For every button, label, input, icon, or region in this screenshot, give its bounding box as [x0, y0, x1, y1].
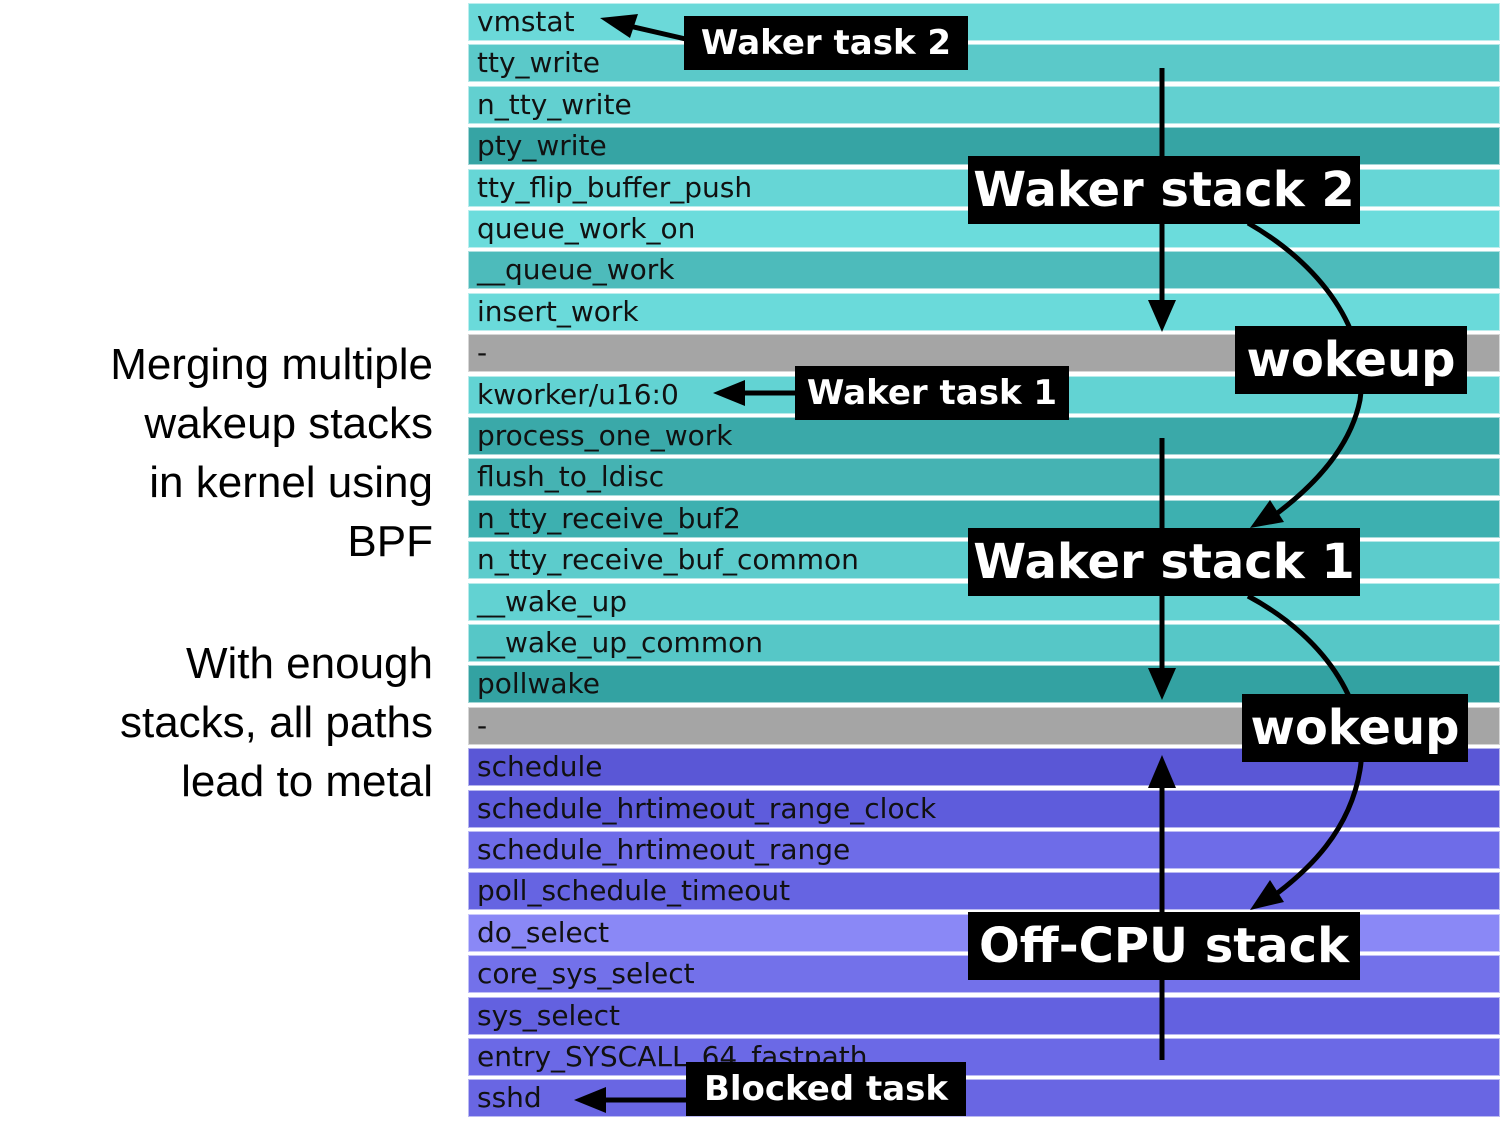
label-wokeup-2: wokeup: [1242, 694, 1468, 762]
stack-frame: process_one_work: [468, 417, 1500, 455]
stack-frame: poll_schedule_timeout: [468, 872, 1500, 911]
arrow-waker-task-2: [600, 14, 691, 43]
arrow-waker-task-1: [713, 380, 800, 406]
label-waker-task-2: Waker task 2: [684, 16, 968, 70]
label-waker-stack-1: Waker stack 1: [968, 528, 1360, 596]
stack-frame: pollwake: [468, 665, 1500, 704]
caption-block-2: With enough stacks, all paths lead to me…: [13, 634, 433, 811]
label-blocked-task: Blocked task: [686, 1062, 966, 1116]
caption-block-1: Merging multiple wakeup stacks in kernel…: [13, 335, 433, 571]
label-wokeup-1: wokeup: [1235, 326, 1467, 394]
arrow-wokeup-1: [1246, 220, 1364, 528]
caption-line: Merging multiple: [110, 340, 433, 389]
stack-frame: entry_SYSCALL_64_fastpath: [468, 1038, 1500, 1076]
stack-frame: insert_work: [468, 292, 1500, 331]
caption-line: wakeup stacks: [144, 399, 433, 448]
arrow-wokeup-2: [1246, 593, 1364, 910]
stack-frame: __queue_work: [468, 251, 1500, 290]
caption-line: in kernel using: [149, 458, 433, 507]
caption-line: lead to metal: [181, 757, 433, 806]
stack-frame: schedule_hrtimeout_range: [468, 831, 1500, 869]
stack-frame: __wake_up_common: [468, 624, 1500, 662]
stack-frame: sys_select: [468, 996, 1500, 1035]
stack-frame: schedule_hrtimeout_range_clock: [468, 789, 1500, 828]
caption-line: With enough: [185, 639, 433, 688]
label-waker-stack-2: Waker stack 2: [968, 156, 1360, 224]
label-offcpu-stack: Off-CPU stack: [968, 912, 1360, 980]
arrow-offcpu-stack-up: [1148, 755, 1176, 1060]
caption-line: stacks, all paths: [119, 698, 433, 747]
stack-frame: tty_write: [468, 44, 1500, 83]
label-waker-task-1: Waker task 1: [795, 366, 1069, 420]
arrow-blocked-task: [574, 1087, 690, 1113]
caption-line: BPF: [347, 517, 433, 566]
stack-frame: n_tty_write: [468, 85, 1500, 124]
stack-frame: vmstat: [468, 3, 1500, 41]
